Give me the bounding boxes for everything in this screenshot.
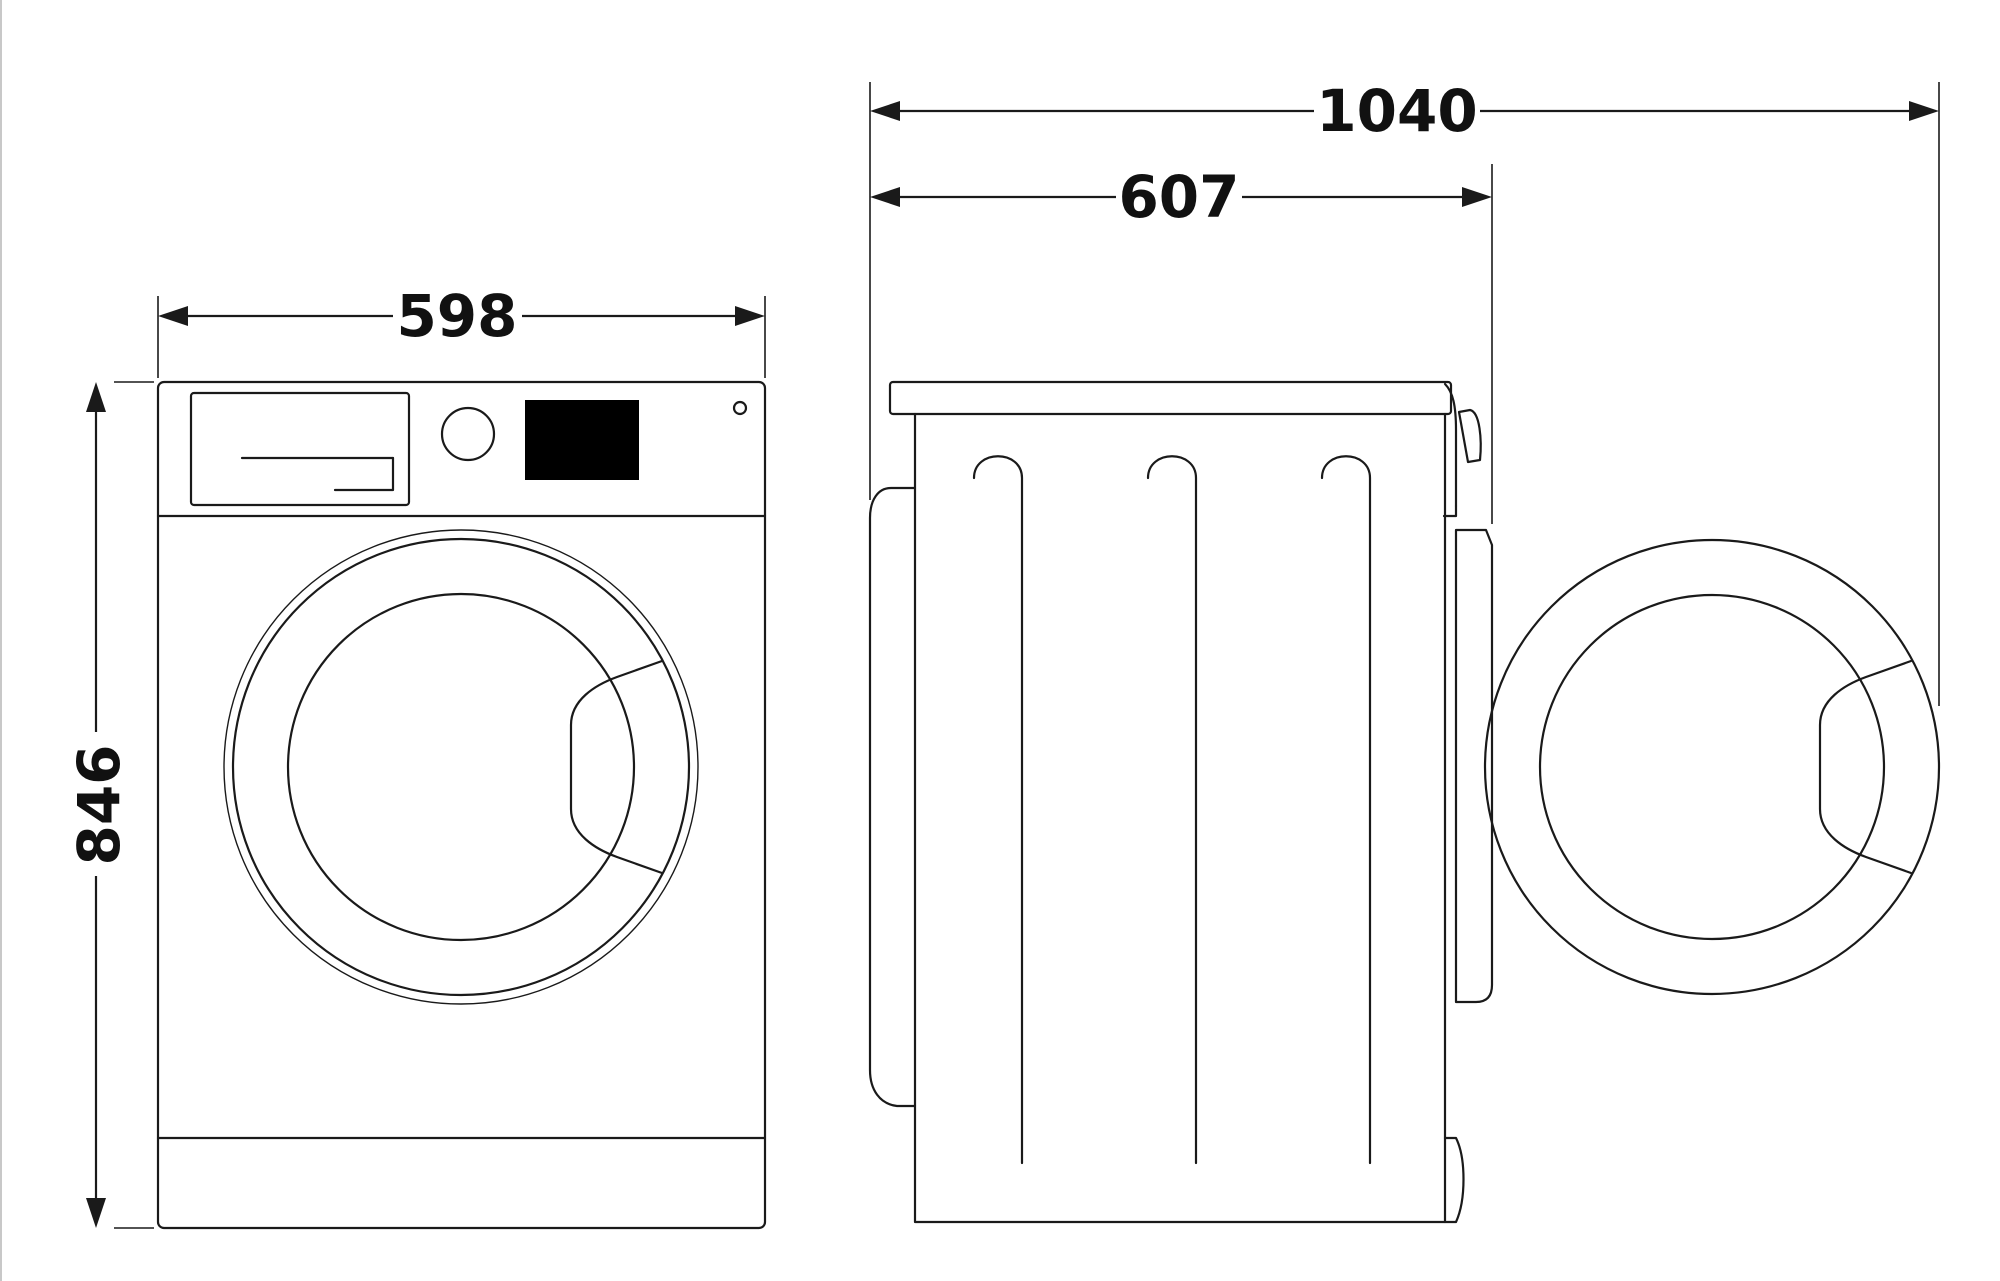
front-panel-edge: [1443, 382, 1458, 508]
front-view: [156, 380, 767, 1230]
drawer-handle-hook: [333, 456, 395, 492]
depth-label: 607: [1118, 163, 1239, 231]
dimension-depth-door-open: 1040: [869, 77, 1940, 706]
door-handle: [569, 659, 664, 875]
open-depth-label: 1040: [1316, 77, 1477, 145]
arrow-left-icon: [870, 187, 900, 207]
side-rib-2: [1146, 455, 1198, 1165]
door-outer-ring: [231, 537, 691, 997]
front-body-outline: [156, 380, 767, 1230]
dimension-height: 846: [65, 381, 154, 1229]
open-door-outer-ring: [1483, 538, 1941, 996]
arrow-up-icon: [86, 382, 106, 412]
dimension-depth: 607: [869, 163, 1493, 524]
door-glass: [286, 592, 636, 942]
side-rib-1: [972, 455, 1024, 1165]
side-body-outline: [913, 412, 1447, 1224]
open-door-handle: [1818, 659, 1913, 875]
arrow-right-icon: [1462, 187, 1492, 207]
arrow-down-icon: [86, 1198, 106, 1228]
rear-back-panel: [868, 486, 917, 1108]
height-label: 846: [65, 744, 133, 865]
display-panel: [525, 400, 639, 480]
arrow-left-icon: [158, 306, 188, 326]
side-view: [868, 380, 1941, 1224]
open-door-glass: [1538, 593, 1886, 941]
front-panel-step: [1442, 504, 1458, 518]
side-knob-icon: [1457, 408, 1482, 464]
detergent-drawer: [189, 391, 411, 507]
arrow-left-icon: [870, 101, 900, 121]
width-label: 598: [396, 282, 517, 350]
indicator-light-icon: [732, 400, 748, 416]
side-plinth-profile: [1443, 1136, 1465, 1224]
dimension-width: 598: [157, 282, 766, 378]
arrow-right-icon: [1909, 101, 1939, 121]
side-rib-3: [1320, 455, 1372, 1165]
side-top-lid: [888, 380, 1453, 416]
door-gasket-outer: [223, 529, 699, 1005]
program-knob-icon: [440, 406, 496, 462]
arrow-right-icon: [735, 306, 765, 326]
side-door-profile: [1454, 528, 1494, 1004]
